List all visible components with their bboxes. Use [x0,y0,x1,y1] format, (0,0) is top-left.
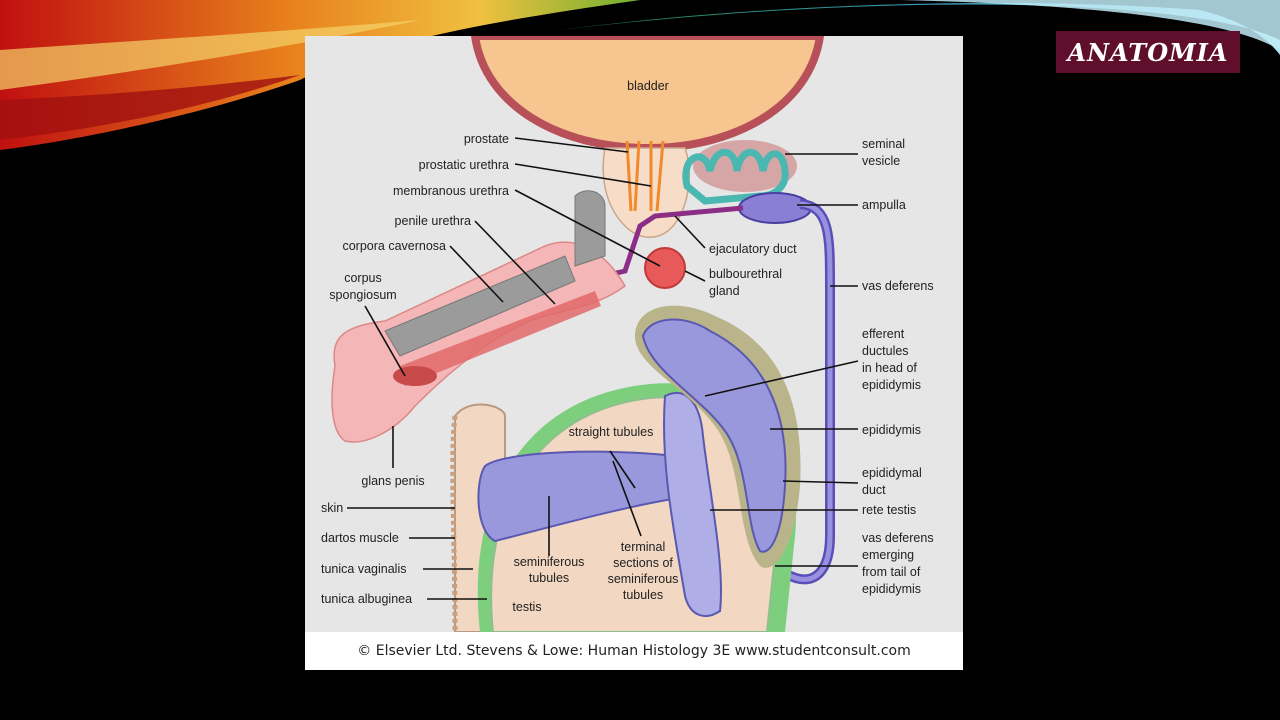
label-epididymis: epididymis [862,423,921,437]
label-seminiferous-2: tubules [529,571,569,585]
leader-penile-urethra [474,220,556,305]
leader-straight-tubules [609,450,636,489]
label-terminal-3: seminiferous [608,572,679,586]
leader-efferent [704,360,859,397]
label-tunica-albuginea: tunica albuginea [321,592,412,606]
label-terminal-1: terminal [621,540,665,554]
label-skin: skin [321,501,343,515]
label-terminal-2: sections of [613,556,673,570]
label-corpora-cavernosa: corpora cavernosa [342,239,446,253]
leader-prostate [514,137,629,153]
corpus-spongiosum-end [393,366,437,386]
leader-bulbourethral [684,270,706,282]
vas-deferens-inner [773,201,833,582]
label-corpus-spongiosum-2: spongiosum [329,288,396,302]
label-vas-emerging-4: epididymis [862,582,921,596]
seminal-vesicle-shape [682,148,789,205]
label-efferent-3: in head of [862,361,917,375]
rete-testis-shape [663,391,722,617]
figure-credit: © Elsevier Ltd. Stevens & Lowe: Human Hi… [357,643,911,659]
label-glans-penis: glans penis [361,474,424,488]
leader-corpora-cavernosa [449,245,504,303]
seminiferous-tubules-shape [477,450,692,543]
label-tunica-vaginalis: tunica vaginalis [321,562,406,576]
label-bulbourethral-1: bulbourethral [709,267,782,281]
label-efferent-4: epididymis [862,378,921,392]
dartos-layer [450,415,458,632]
prostate-glands [625,140,665,212]
label-membranous-urethra: membranous urethra [393,184,509,198]
corpus-spongiosum-shape [400,291,601,386]
label-vas-emerging-2: emerging [862,548,914,562]
label-seminiferous-1: seminiferous [514,555,585,569]
leader-membranous-urethra [514,189,661,267]
label-vas-deferens: vas deferens [862,279,934,293]
label-corpus-spongiosum-1: corpus [344,271,382,285]
reproductive-anatomy-diagram: bladder prostate prostatic urethra membr… [305,36,963,632]
label-testis: testis [512,600,541,614]
corpora-cavernosa-root [574,190,606,267]
label-bladder: bladder [627,79,669,93]
label-terminal-4: tubules [623,588,663,602]
leader-corpus-spongiosum [364,305,406,377]
leader-terminal-sections [612,460,642,537]
leader-epididymal-duct [782,480,859,484]
label-efferent-2: ductules [862,344,909,358]
leader-prostatic-urethra [514,163,652,187]
label-dartos-muscle: dartos muscle [321,531,399,545]
label-epididymal-duct-2: duct [862,483,886,497]
label-vas-emerging-1: vas deferens [862,531,934,545]
epididymis-shape [641,318,787,553]
label-bulbourethral-2: gland [709,284,740,298]
label-rete-testis: rete testis [862,503,916,517]
label-straight-tubules: straight tubules [569,425,654,439]
label-seminal-vesicle-1: seminal [862,137,905,151]
label-ejaculatory-duct: ejaculatory duct [709,242,797,256]
anatomy-figure: bladder prostate prostatic urethra membr… [305,36,963,670]
slide-title: ANATOMIA [1056,31,1240,73]
label-vas-emerging-3: from tail of [862,565,921,579]
label-epididymal-duct-1: epididymal [862,466,922,480]
label-efferent-1: efferent [862,327,905,341]
bulbourethral-gland-shape [644,247,686,289]
label-prostatic-urethra: prostatic urethra [419,158,509,172]
label-seminal-vesicle-2: vesicle [862,154,900,168]
leader-ejaculatory-duct [674,215,706,249]
corpora-cavernosa-shape [384,255,576,357]
label-ampulla: ampulla [862,198,906,212]
label-penile-urethra: penile urethra [395,214,471,228]
label-prostate: prostate [464,132,509,146]
